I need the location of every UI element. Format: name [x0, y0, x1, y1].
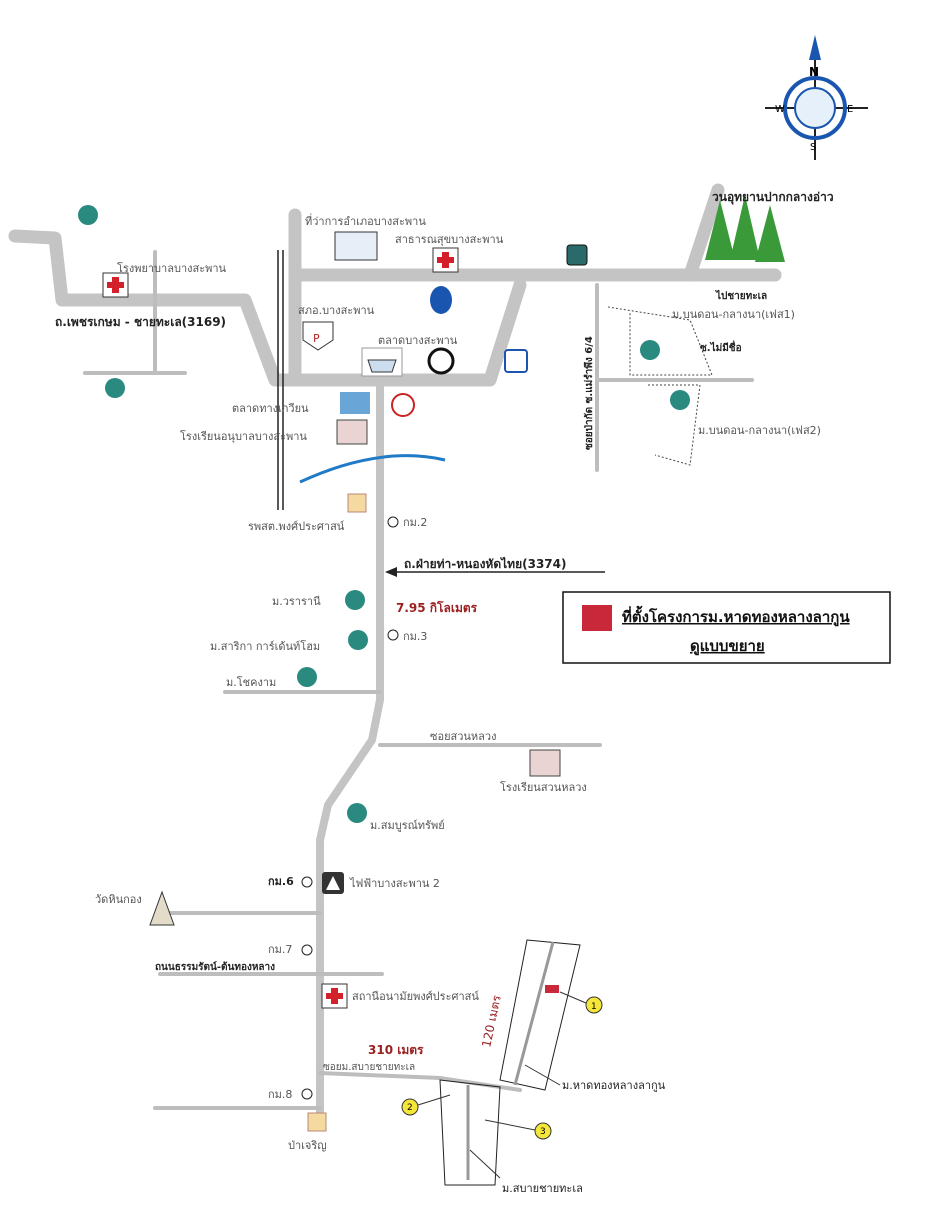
road-label: ไปชายทะเล	[715, 289, 767, 302]
legend-swatch	[582, 605, 612, 631]
place-label: ม.บนดอน-กลางนา(เฟส1)	[672, 308, 795, 321]
place-label: ตลาดบางสะพาน	[378, 334, 458, 347]
place-label: ม.สาริกา การ์เด้นท์โฮม	[210, 639, 320, 653]
basket-icon	[361, 347, 403, 377]
place-label: สาธารณสุขบางสะพาน	[395, 233, 504, 246]
road-label: ซอยป่ากัด ซ.แม่รำพึง 6/4	[583, 336, 595, 450]
plot-marker-3	[534, 1122, 552, 1140]
bondon1-boundary	[607, 306, 713, 376]
svg-text:P: P	[313, 332, 320, 345]
place-label: ม.บนดอน-กลางนา(เฟส2)	[698, 424, 821, 437]
river	[299, 454, 446, 484]
place-label: ป่าเจริญ	[288, 1139, 327, 1152]
district-office-icon	[334, 231, 378, 261]
km-label: กม.8	[268, 1088, 292, 1101]
place-label: รพสต.พงศ์ประศาสน์	[248, 520, 345, 533]
plot-marker-1-label: 1	[591, 1002, 597, 1012]
road-label: ซอยสวนหลวง	[430, 730, 496, 743]
hospital-icon	[102, 272, 129, 298]
road-label: ถนนธรรมรัตน์-ต้นทองหลาง	[155, 961, 275, 973]
health-station-icon	[347, 493, 367, 513]
legend: ที่ตั้งโครงการม.หาดทองหลางลากูน ดูแบบขยา…	[562, 591, 891, 664]
legend-subtitle: ดูแบบขยาย	[690, 637, 765, 656]
road-label: ถ.ฝ่ายท่า-หนองหัดไทย(3374)	[404, 556, 566, 571]
school-icon	[529, 749, 561, 777]
plot-markers	[401, 991, 603, 1179]
place-label: ที่ว่าการอำเภอบางสะพาน	[305, 213, 426, 228]
place-label: ม.สมบูรณ์ทรัพย์	[370, 819, 445, 832]
school-icon	[336, 419, 368, 445]
bondon2-boundary	[648, 384, 701, 466]
temple-icon	[149, 890, 175, 926]
hadthonglang-plan	[499, 939, 581, 1091]
place-label: ม.โชคงาม	[226, 675, 276, 689]
km-marker-icon	[301, 516, 399, 1100]
place-label: ม.หาดทองหลางลากูน	[562, 1079, 666, 1092]
place-label: โรงพยาบาลบางสะพาน	[117, 261, 227, 275]
bank-icon	[427, 347, 455, 375]
roads	[8, 183, 782, 1119]
place-label: ไฟฟ้าบางสะพาน 2	[349, 877, 440, 890]
sabai-plan	[439, 1079, 501, 1186]
km-label: กม.7	[268, 943, 292, 956]
plot-marker-1	[585, 996, 603, 1014]
compass-s: S	[810, 142, 816, 153]
forest-icon	[705, 195, 785, 262]
place-label: ตลาดทางเกวียน	[232, 402, 309, 415]
bank-icon	[504, 349, 528, 373]
railway	[277, 250, 284, 510]
bank-icon	[391, 393, 415, 417]
plot-marker-3-label: 3	[540, 1127, 546, 1137]
place-label: โรงเรียนอนุบาลบางสะพาน	[180, 429, 307, 443]
distance-label: 310 เมตร	[368, 1043, 424, 1057]
place-label: วัดหินกอง	[95, 893, 142, 906]
place-label: โรงเรียนสวนหลวง	[500, 780, 587, 794]
plot-marker-2	[401, 1098, 419, 1116]
market-icon	[340, 392, 370, 414]
distance-label: 7.95 กิโลเมตร	[396, 600, 478, 615]
compass-icon: N E S W	[765, 35, 868, 160]
compass-e: E	[847, 104, 853, 115]
place-label: สภอ.บางสะพาน	[298, 304, 375, 317]
place-label: ม.วรารานี	[272, 595, 321, 608]
road-label: ซอยม.สบายชายทะเล	[323, 1062, 415, 1073]
km-label: กม.2	[403, 516, 427, 529]
place-label: สถานีอนามัยพงศ์ประศาสน์	[352, 990, 479, 1003]
km-label: กม.3	[403, 630, 427, 643]
compass-n: N	[809, 65, 819, 79]
road-label: ถ.เพชรเกษม - ชายทะเล(3169)	[55, 315, 226, 329]
compass-w: W	[775, 104, 785, 115]
km-label: กม.6	[268, 875, 294, 888]
gas-station-icon	[430, 286, 452, 314]
road-label: ซ.ไม่มีชื่อ	[700, 340, 742, 354]
pacharoen-icon	[307, 1112, 327, 1132]
hospital-icon	[432, 247, 459, 273]
place-label: ม.สบายชายทะเล	[502, 1182, 583, 1195]
bank-icon	[566, 244, 588, 266]
police-icon: P	[302, 321, 334, 351]
hospital-icon	[321, 983, 348, 1009]
village-icon	[78, 205, 690, 823]
electric-icon	[322, 872, 344, 894]
place-label: วนอุทยานปากกลางอ่าว	[712, 190, 834, 205]
plot-marker-2-label: 2	[407, 1103, 413, 1113]
distance-label: 120 เมตร	[479, 993, 504, 1048]
legend-title: ที่ตั้งโครงการม.หาดทองหลางลากูน	[622, 605, 850, 627]
